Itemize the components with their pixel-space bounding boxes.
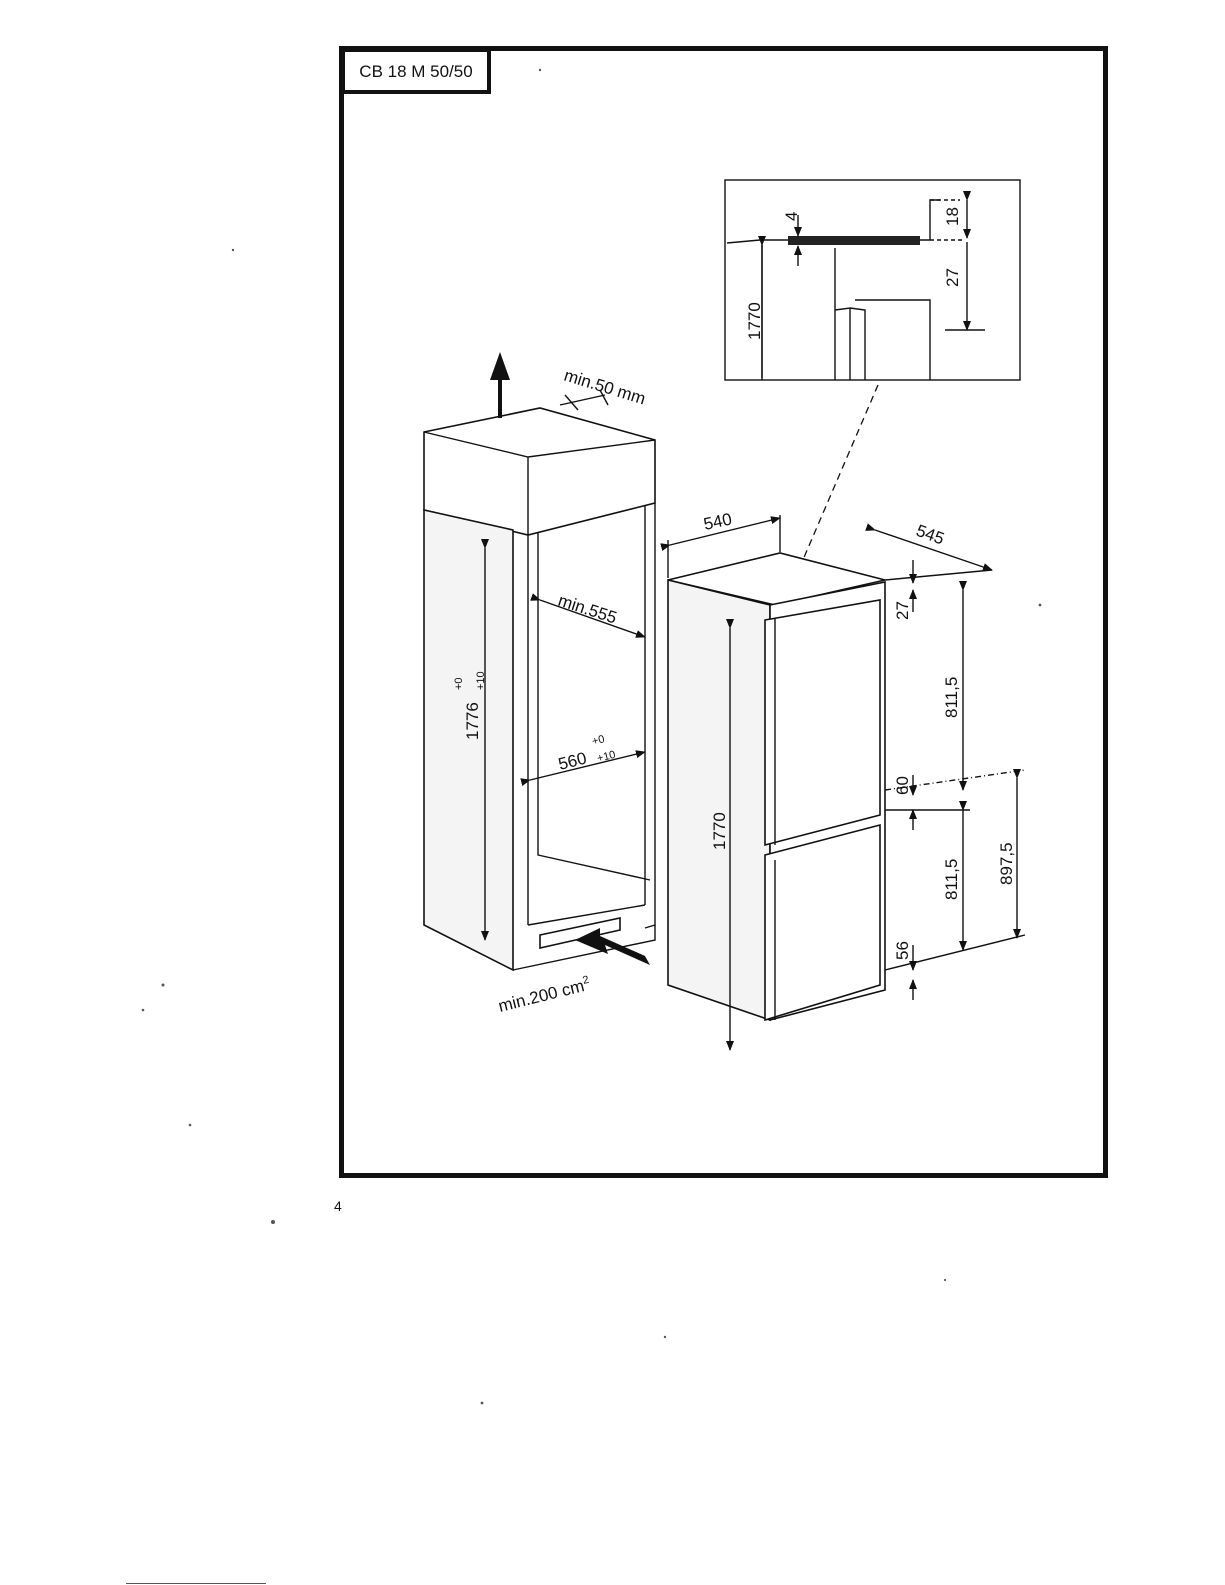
appliance-upper-door (765, 600, 880, 845)
detail-label-27: 27 (943, 268, 962, 287)
top-offset-label: 27 (893, 601, 912, 620)
speck (1039, 604, 1042, 607)
speck (539, 69, 541, 71)
speck (142, 1009, 145, 1012)
appliance-side (668, 580, 770, 1020)
lower-door-label: 811,5 (942, 859, 961, 900)
appliance-depth-ext (885, 570, 992, 580)
gap-label: 60 (893, 776, 912, 795)
cabinet-height-tol-lower: +10 (475, 671, 487, 690)
airflow-up-arrow (490, 352, 510, 418)
speck (481, 1402, 484, 1405)
detail-door-profile (835, 300, 930, 380)
vent-area-text: min.200 cm (496, 976, 586, 1016)
appliance-height-label: 1770 (710, 812, 729, 850)
appliance-lower-door (765, 825, 880, 1020)
cabinet-inner-edges (528, 532, 650, 925)
cabinet-depth-label: min.555 (556, 591, 619, 628)
page-number: 4 (334, 1198, 342, 1214)
cabinet-width-tol-lower: +10 (596, 749, 617, 765)
speck (232, 249, 234, 251)
cabinet-width-tol-upper: +0 (591, 733, 606, 748)
cabinet-niche: min.50 mm 1776 +0 +10 min.555 560 +0 +10… (424, 352, 655, 1016)
detail-label-4: 4 (782, 212, 801, 221)
speck (162, 984, 165, 987)
vent-area-label: min.200 cm2 (496, 974, 592, 1016)
appliance: 540 545 1770 27 811,5 60 811,5 56 897,5 (668, 509, 1025, 1050)
speck (664, 1336, 666, 1338)
cabinet-width-label: 560 (556, 749, 588, 774)
detail-inset-border (725, 180, 1020, 380)
top-clearance-tick-a (565, 395, 578, 410)
lower-section-label: 897,5 (997, 842, 1016, 885)
detail-inset: 18 27 4 1770 (725, 180, 1020, 380)
speck (944, 1279, 946, 1281)
detail-label-1770: 1770 (745, 302, 764, 340)
cabinet-height-label: 1776 (463, 702, 482, 740)
cabinet-height-tol-upper: +0 (453, 677, 465, 690)
detail-hinge-strip (788, 236, 920, 245)
bottom-offset-label: 56 (893, 941, 912, 960)
cabinet-top-box (424, 408, 655, 535)
detail-label-18: 18 (943, 207, 962, 226)
bottom-link-underline (126, 1583, 266, 1584)
speck (189, 1124, 192, 1127)
cabinet-right-edge (645, 503, 655, 928)
upper-door-label: 811,5 (942, 677, 961, 718)
speck (271, 1220, 275, 1224)
